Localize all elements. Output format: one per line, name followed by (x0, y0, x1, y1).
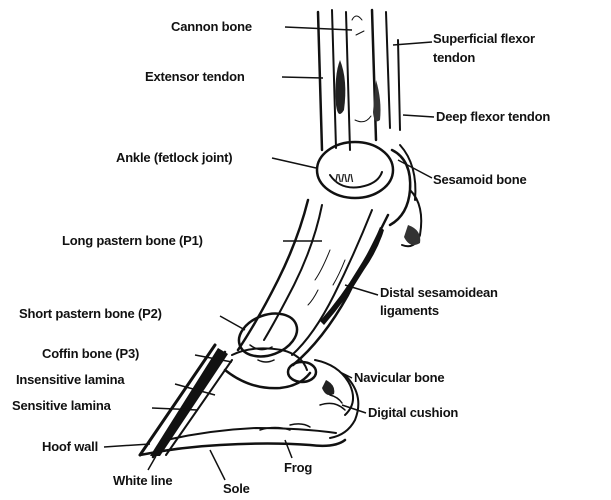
label-white-line: White line (113, 473, 172, 488)
label-sole: Sole (223, 481, 250, 496)
short-pastern-drawing (225, 306, 310, 388)
svg-text:/\/\/\: /\/\/\ (335, 173, 353, 185)
label-extensor-tendon: Extensor tendon (145, 69, 245, 84)
long-pastern-drawing (238, 200, 388, 365)
label-deep-flexor-tendon: Deep flexor tendon (436, 109, 550, 124)
label-coffin-bone: Coffin bone (P3) (42, 346, 139, 361)
hoof-drawing (140, 345, 358, 457)
label-navicular-bone: Navicular bone (354, 370, 444, 385)
label-superficial-flexor-tendon-line1: Superficial flexor (433, 31, 535, 46)
navicular-area-drawing (288, 360, 353, 415)
label-hoof-wall: Hoof wall (42, 439, 98, 454)
label-insensitive-lamina: Insensitive lamina (16, 372, 124, 387)
label-long-pastern-bone: Long pastern bone (P1) (62, 233, 203, 248)
cannon-bone-drawing (318, 10, 400, 150)
label-ankle-fetlock-joint: Ankle (fetlock joint) (116, 150, 232, 165)
label-sesamoid-bone: Sesamoid bone (433, 172, 526, 187)
label-distal-sesamoidean-ligaments-line1: Distal sesamoidean (380, 285, 498, 300)
label-sensitive-lamina: Sensitive lamina (12, 398, 111, 413)
fetlock-drawing: /\/\/\ (317, 142, 421, 246)
label-frog: Frog (284, 460, 312, 475)
label-superficial-flexor-tendon-line2: tendon (433, 50, 475, 65)
label-distal-sesamoidean-ligaments-line2: ligaments (380, 303, 439, 318)
label-cannon-bone: Cannon bone (171, 19, 252, 34)
label-short-pastern-bone: Short pastern bone (P2) (19, 306, 162, 321)
label-digital-cushion: Digital cushion (368, 405, 458, 420)
